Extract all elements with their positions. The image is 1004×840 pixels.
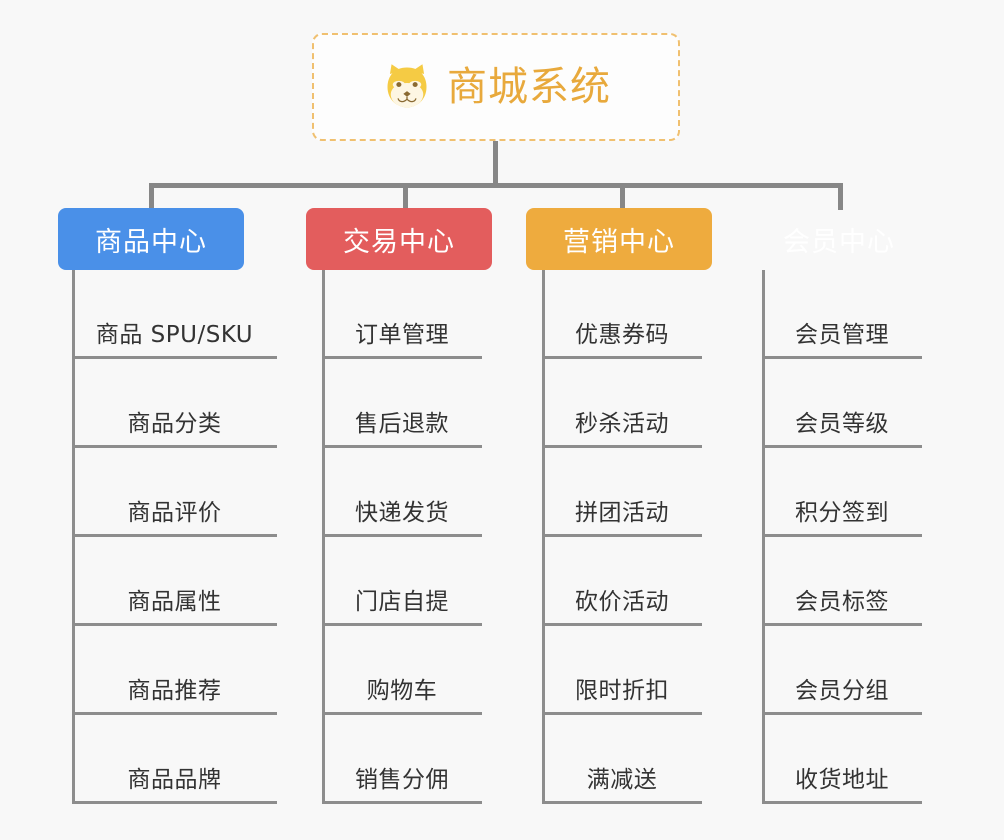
leaf-column-1: 商品 SPU/SKU 商品分类商品评价商品属性商品推荐商品品牌 [72, 270, 277, 804]
leaf-item-label: 商品品牌 [127, 767, 222, 793]
category-drop-connector [620, 183, 625, 210]
category-label: 营销中心 [563, 226, 675, 258]
leaf-item-label: 会员等级 [795, 411, 889, 437]
category-label: 会员中心 [783, 226, 895, 258]
leaf-item-label: 会员分组 [795, 678, 889, 704]
leaf-item[interactable]: 销售分佣 [322, 715, 482, 804]
leaf-item-label: 会员管理 [795, 322, 889, 348]
leaf-item[interactable]: 商品属性 [72, 537, 277, 626]
leaf-item-label: 快递发货 [355, 500, 449, 526]
leaf-item[interactable]: 商品推荐 [72, 626, 277, 715]
leaf-item[interactable]: 会员等级 [762, 359, 922, 448]
leaf-item-label: 优惠券码 [575, 322, 669, 348]
leaf-item[interactable]: 商品 SPU/SKU [72, 270, 277, 359]
leaf-item-label: 会员标签 [795, 589, 889, 615]
leaf-column-2: 订单管理售后退款快递发货门店自提购物车销售分佣 [322, 270, 482, 804]
leaf-item-label: 秒杀活动 [575, 411, 669, 437]
leaf-spine-connector [542, 270, 545, 804]
leaf-item[interactable]: 拼团活动 [542, 448, 702, 537]
category-node-2[interactable]: 交易中心 [306, 208, 492, 270]
category-node-1[interactable]: 商品中心 [58, 208, 244, 270]
leaf-item[interactable]: 订单管理 [322, 270, 482, 359]
leaf-item[interactable]: 限时折扣 [542, 626, 702, 715]
leaf-item-label: 积分签到 [795, 500, 889, 526]
leaf-item[interactable]: 优惠券码 [542, 270, 702, 359]
leaf-column-4: 会员管理会员等级积分签到会员标签会员分组收货地址 [762, 270, 922, 804]
leaf-item-label: 满减送 [586, 767, 658, 793]
category-label: 交易中心 [343, 226, 455, 258]
category-drop-connector [403, 183, 408, 210]
leaf-item-label: 商品属性 [127, 589, 222, 615]
leaf-item[interactable]: 快递发货 [322, 448, 482, 537]
leaf-item[interactable]: 积分签到 [762, 448, 922, 537]
leaf-item-label: 限时折扣 [575, 678, 669, 704]
leaf-item-label: 售后退款 [355, 411, 449, 437]
category-label: 商品中心 [95, 226, 207, 258]
leaf-item-label: 商品 SPU/SKU [95, 322, 254, 348]
leaf-item[interactable]: 满减送 [542, 715, 702, 804]
category-node-3[interactable]: 营销中心 [526, 208, 712, 270]
leaf-item[interactable]: 购物车 [322, 626, 482, 715]
leaf-item-label: 拼团活动 [575, 500, 669, 526]
root-node[interactable]: 商城系统 [312, 33, 680, 141]
leaf-item[interactable]: 会员管理 [762, 270, 922, 359]
root-stem-connector [493, 141, 498, 186]
leaf-item-label: 销售分佣 [355, 767, 449, 793]
leaf-item-label: 商品推荐 [127, 678, 222, 704]
leaf-item[interactable]: 砍价活动 [542, 537, 702, 626]
category-node-4[interactable]: 会员中心 [746, 208, 932, 270]
leaf-item-label: 门店自提 [355, 589, 449, 615]
leaf-column-3: 优惠券码秒杀活动拼团活动砍价活动限时折扣满减送 [542, 270, 702, 804]
leaf-item[interactable]: 收货地址 [762, 715, 922, 804]
leaf-item-label: 订单管理 [355, 322, 449, 348]
distribution-bar-connector [149, 183, 841, 188]
leaf-item[interactable]: 秒杀活动 [542, 359, 702, 448]
leaf-spine-connector [72, 270, 75, 804]
leaf-item-label: 砍价活动 [575, 589, 669, 615]
leaf-item-label: 收货地址 [795, 767, 889, 793]
root-title: 商城系统 [447, 64, 611, 110]
leaf-item[interactable]: 商品品牌 [72, 715, 277, 804]
leaf-spine-connector [322, 270, 325, 804]
category-drop-connector [149, 183, 154, 210]
leaf-item-label: 商品评价 [127, 500, 222, 526]
leaf-item-label: 商品分类 [127, 411, 222, 437]
leaf-spine-connector [762, 270, 765, 804]
category-drop-connector [838, 183, 843, 210]
leaf-item-label: 购物车 [366, 678, 438, 704]
leaf-item[interactable]: 售后退款 [322, 359, 482, 448]
dog-face-icon [381, 61, 433, 113]
leaf-item[interactable]: 会员分组 [762, 626, 922, 715]
leaf-item[interactable]: 会员标签 [762, 537, 922, 626]
leaf-item[interactable]: 商品分类 [72, 359, 277, 448]
leaf-item[interactable]: 商品评价 [72, 448, 277, 537]
leaf-item[interactable]: 门店自提 [322, 537, 482, 626]
